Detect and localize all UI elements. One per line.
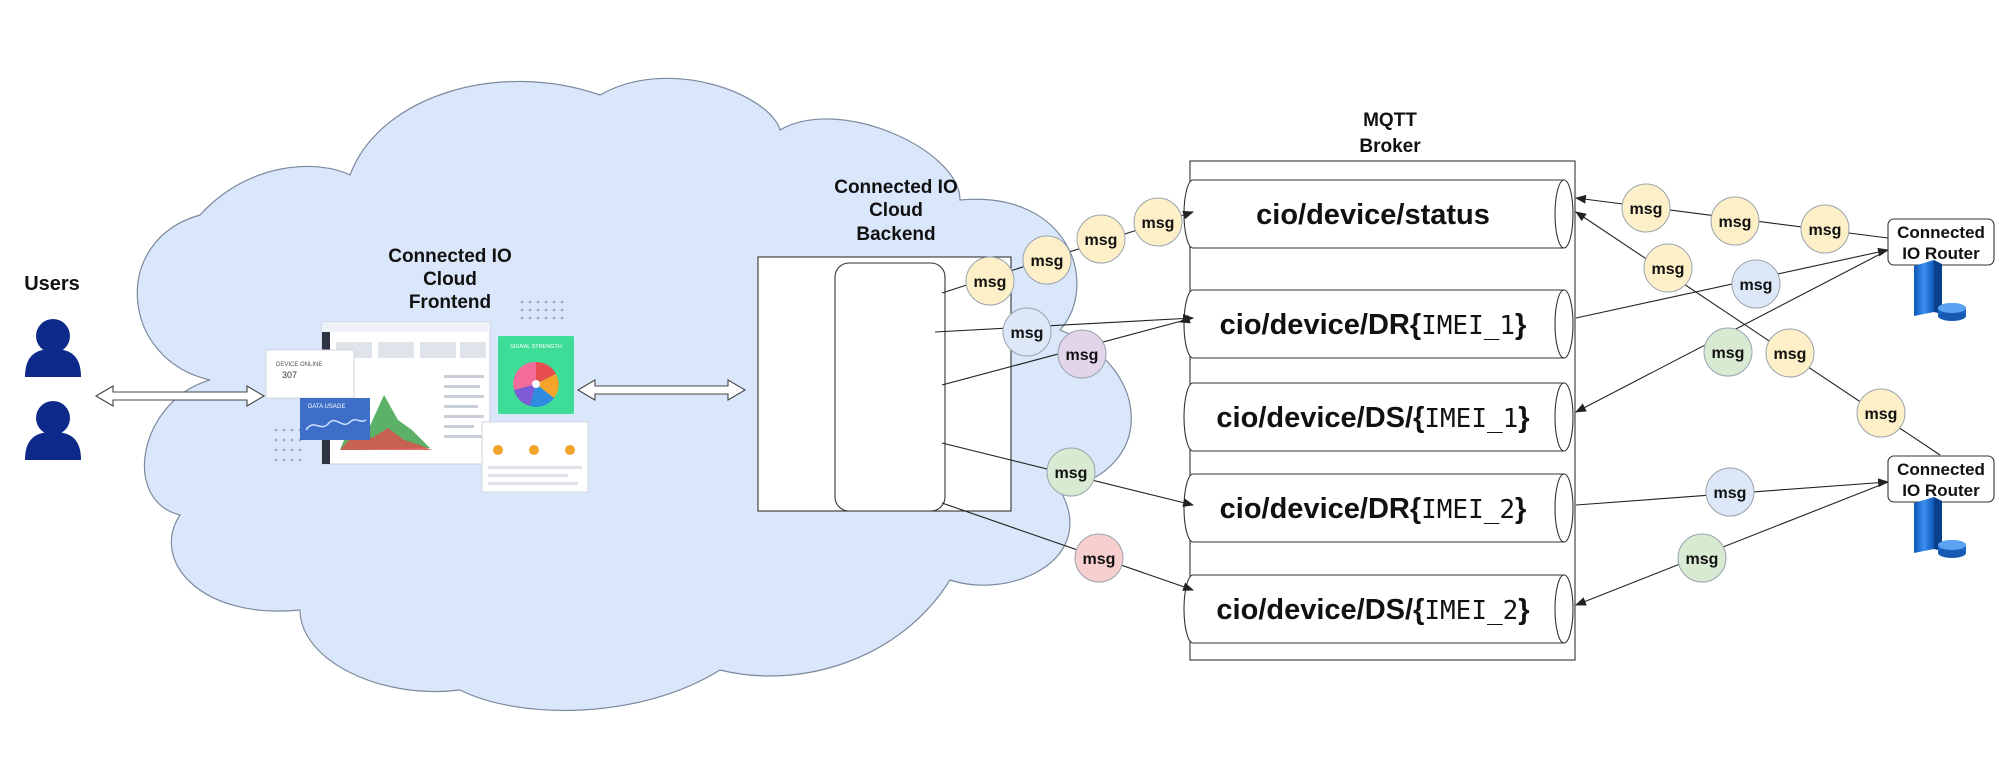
svg-text:Connected IO: Connected IO [388, 246, 512, 267]
router-label: IO Router [1902, 244, 1980, 263]
svg-text:msg: msg [1055, 465, 1088, 482]
svg-text:msg: msg [1652, 261, 1685, 278]
message-bubble: msg [1643, 243, 1693, 293]
topic-cylinder: cio/device/DR{IMEI_2} [1183, 473, 1574, 543]
message-bubble: msg [1057, 329, 1107, 379]
frontend-backend-double-arrow [576, 379, 747, 401]
message-bubble: msg [1046, 447, 1096, 497]
router-label: Connected [1897, 223, 1985, 242]
svg-text:Cloud: Cloud [869, 200, 923, 221]
broker-title: MQTT Broker [1359, 110, 1421, 157]
message-bubble: msg [1765, 328, 1815, 378]
message-bubble: msg [965, 256, 1015, 306]
topic-label: cio/device/DR{IMEI_2} [1220, 493, 1527, 525]
router-label: Connected [1897, 460, 1985, 479]
topic-cylinder: cio/device/DR{IMEI_1} [1183, 289, 1574, 359]
backend-service-box [834, 262, 946, 512]
svg-text:msg: msg [1085, 232, 1118, 249]
message-bubble: msg [1705, 467, 1755, 517]
svg-text:msg: msg [1686, 551, 1719, 568]
message-bubble: msg [1133, 197, 1183, 247]
message-bubble: msg [1703, 327, 1753, 377]
topic-cylinder: cio/device/DS/{IMEI_1} [1183, 382, 1574, 452]
router: Connected IO Router [1887, 455, 1995, 558]
server-icon [1914, 260, 1966, 321]
svg-text:msg: msg [974, 274, 1007, 291]
svg-text:msg: msg [1031, 253, 1064, 270]
user-icon [25, 401, 81, 460]
svg-text:Frontend: Frontend [409, 292, 491, 313]
svg-text:msg: msg [1083, 551, 1116, 568]
dashboard-preview: DEVICE ONLINE 307 DATA USAGE SIGNAL STRE… [265, 300, 589, 493]
svg-text:msg: msg [1712, 345, 1745, 362]
signal-strength-label: SIGNAL STRENGTH [510, 344, 562, 350]
topic-cylinder: cio/device/status [1183, 179, 1574, 249]
backend-title: Connected IO Cloud Backend [834, 177, 958, 245]
frontend-title: Connected IO Cloud Frontend [388, 246, 512, 313]
data-usage-label: DATA USAGE [308, 404, 345, 410]
svg-text:msg: msg [1740, 277, 1773, 294]
svg-text:Broker: Broker [1359, 136, 1421, 157]
svg-text:msg: msg [1809, 222, 1842, 239]
message-bubble: msg [1002, 307, 1052, 357]
svg-text:msg: msg [1719, 214, 1752, 231]
svg-text:msg: msg [1714, 485, 1747, 502]
svg-text:msg: msg [1865, 406, 1898, 423]
svg-text:msg: msg [1774, 346, 1807, 363]
message-bubbles: msg msg msg msg msg msg msg msg msg msg msg msg msg m… [965, 183, 1906, 583]
device-online-label: DEVICE ONLINE [276, 362, 322, 368]
connection-lines [934, 194, 1941, 606]
message-bubble: msg [1076, 214, 1126, 264]
svg-text:Backend: Backend [856, 224, 935, 245]
message-bubble: msg [1621, 183, 1671, 233]
svg-text:msg: msg [1066, 347, 1099, 364]
svg-text:Cloud: Cloud [423, 269, 477, 290]
device-online-value: 307 [282, 370, 297, 380]
user-icon [25, 319, 81, 377]
svg-text:MQTT: MQTT [1363, 110, 1417, 131]
router-label: IO Router [1902, 481, 1980, 500]
svg-text:msg: msg [1630, 201, 1663, 218]
message-bubble: msg [1074, 533, 1124, 583]
topic-label: cio/device/DR{IMEI_1} [1220, 309, 1527, 341]
svg-text:msg: msg [1011, 325, 1044, 342]
users-label: Users [24, 273, 80, 295]
topic-label: cio/device/status [1256, 199, 1490, 231]
message-bubble: msg [1710, 196, 1760, 246]
message-bubble: msg [1856, 388, 1906, 438]
users-frontend-double-arrow [94, 385, 266, 407]
message-bubble: msg [1800, 204, 1850, 254]
server-icon [1914, 497, 1966, 558]
topic-label: cio/device/DS/{IMEI_2} [1216, 594, 1529, 626]
svg-text:Connected IO: Connected IO [834, 177, 958, 198]
topic-cylinder: cio/device/DS/{IMEI_2} [1183, 574, 1574, 644]
message-bubble: msg [1677, 533, 1727, 583]
svg-text:msg: msg [1142, 215, 1175, 232]
topic-label: cio/device/DS/{IMEI_1} [1216, 402, 1529, 434]
router: Connected IO Router [1887, 218, 1995, 321]
message-bubble: msg [1731, 259, 1781, 309]
topic-list: cio/device/status cio/device/DR{IMEI_1}ci… [1183, 179, 1574, 644]
message-bubble: msg [1022, 235, 1072, 285]
